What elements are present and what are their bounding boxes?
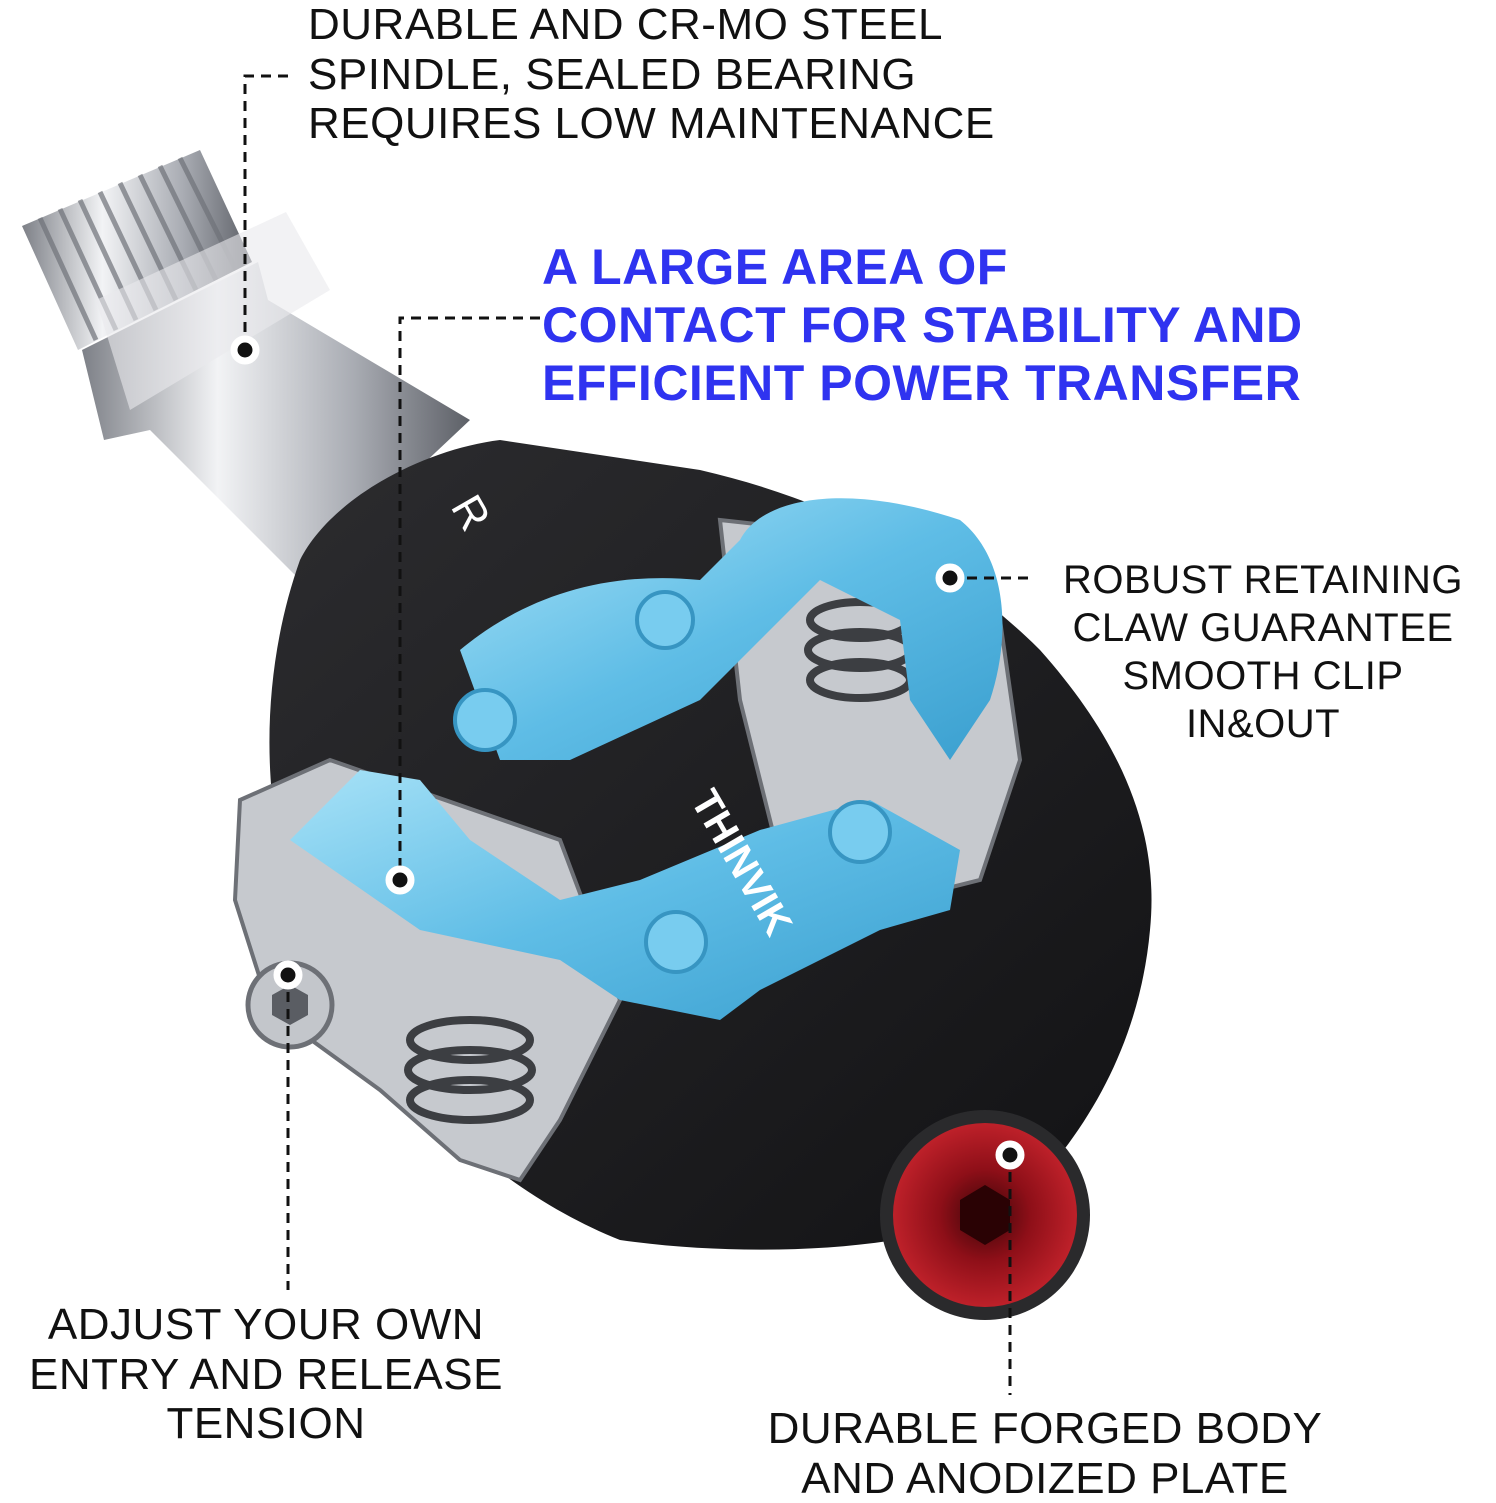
leader-dot-body (995, 1140, 1025, 1170)
callout-claw: ROBUST RETAINING CLAW GUARANTEE SMOOTH C… (1030, 556, 1496, 748)
headline-line-3: EFFICIENT POWER TRANSFER (542, 355, 1302, 411)
callout-spindle-line-3: REQUIRES LOW MAINTENANCE (308, 99, 995, 149)
leader-dot-tension (273, 960, 303, 990)
callout-spindle: DURABLE AND CR-MO STEEL SPINDLE, SEALED … (308, 0, 995, 149)
headline-line-1: A LARGE AREA OF (542, 239, 1008, 295)
claw-plate-bottom (290, 770, 960, 1020)
callout-tension-line-3: TENSION (166, 1399, 366, 1449)
callout-body-line-2: AND ANODIZED PLATE (801, 1453, 1289, 1503)
callout-tension-line-1: ADJUST YOUR OWN (47, 1300, 485, 1349)
leader-contact (398, 316, 540, 880)
leader-dot-contact (385, 865, 415, 895)
callout-claw-line-4: IN&OUT (1185, 702, 1341, 746)
spindle-thread (22, 150, 252, 350)
headline-line-2: CONTACT FOR STABILITY AND (542, 297, 1303, 353)
callout-spindle-line-2: SPINDLE, SEALED BEARING (308, 49, 917, 99)
callout-claw-line-1: ROBUST RETAINING (1063, 558, 1463, 602)
spring-coil (404, 598, 916, 1124)
leader-lines (243, 74, 1030, 1395)
callout-claw-line-2: CLAW GUARANTEE (1072, 606, 1454, 650)
leader-dots (230, 335, 1025, 1170)
callout-spindle-line-1: DURABLE AND CR-MO STEEL (308, 0, 943, 49)
callout-tension: ADJUST YOUR OWN ENTRY AND RELEASE TENSIO… (0, 1300, 532, 1449)
claw-plate-top (460, 498, 1003, 760)
leader-dot-spindle (230, 335, 260, 365)
callout-tension-line-2: ENTRY AND RELEASE (29, 1349, 503, 1399)
screw-heads (453, 590, 892, 974)
headline-contact: A LARGE AREA OF CONTACT FOR STABILITY AN… (542, 238, 1303, 412)
leader-dot-claw (935, 563, 965, 593)
callout-claw-line-3: SMOOTH CLIP (1122, 654, 1404, 698)
callout-body: DURABLE FORGED BODY AND ANODIZED PLATE (730, 1404, 1360, 1503)
leader-spindle (243, 74, 288, 350)
callout-body-line-1: DURABLE FORGED BODY (767, 1404, 1323, 1453)
